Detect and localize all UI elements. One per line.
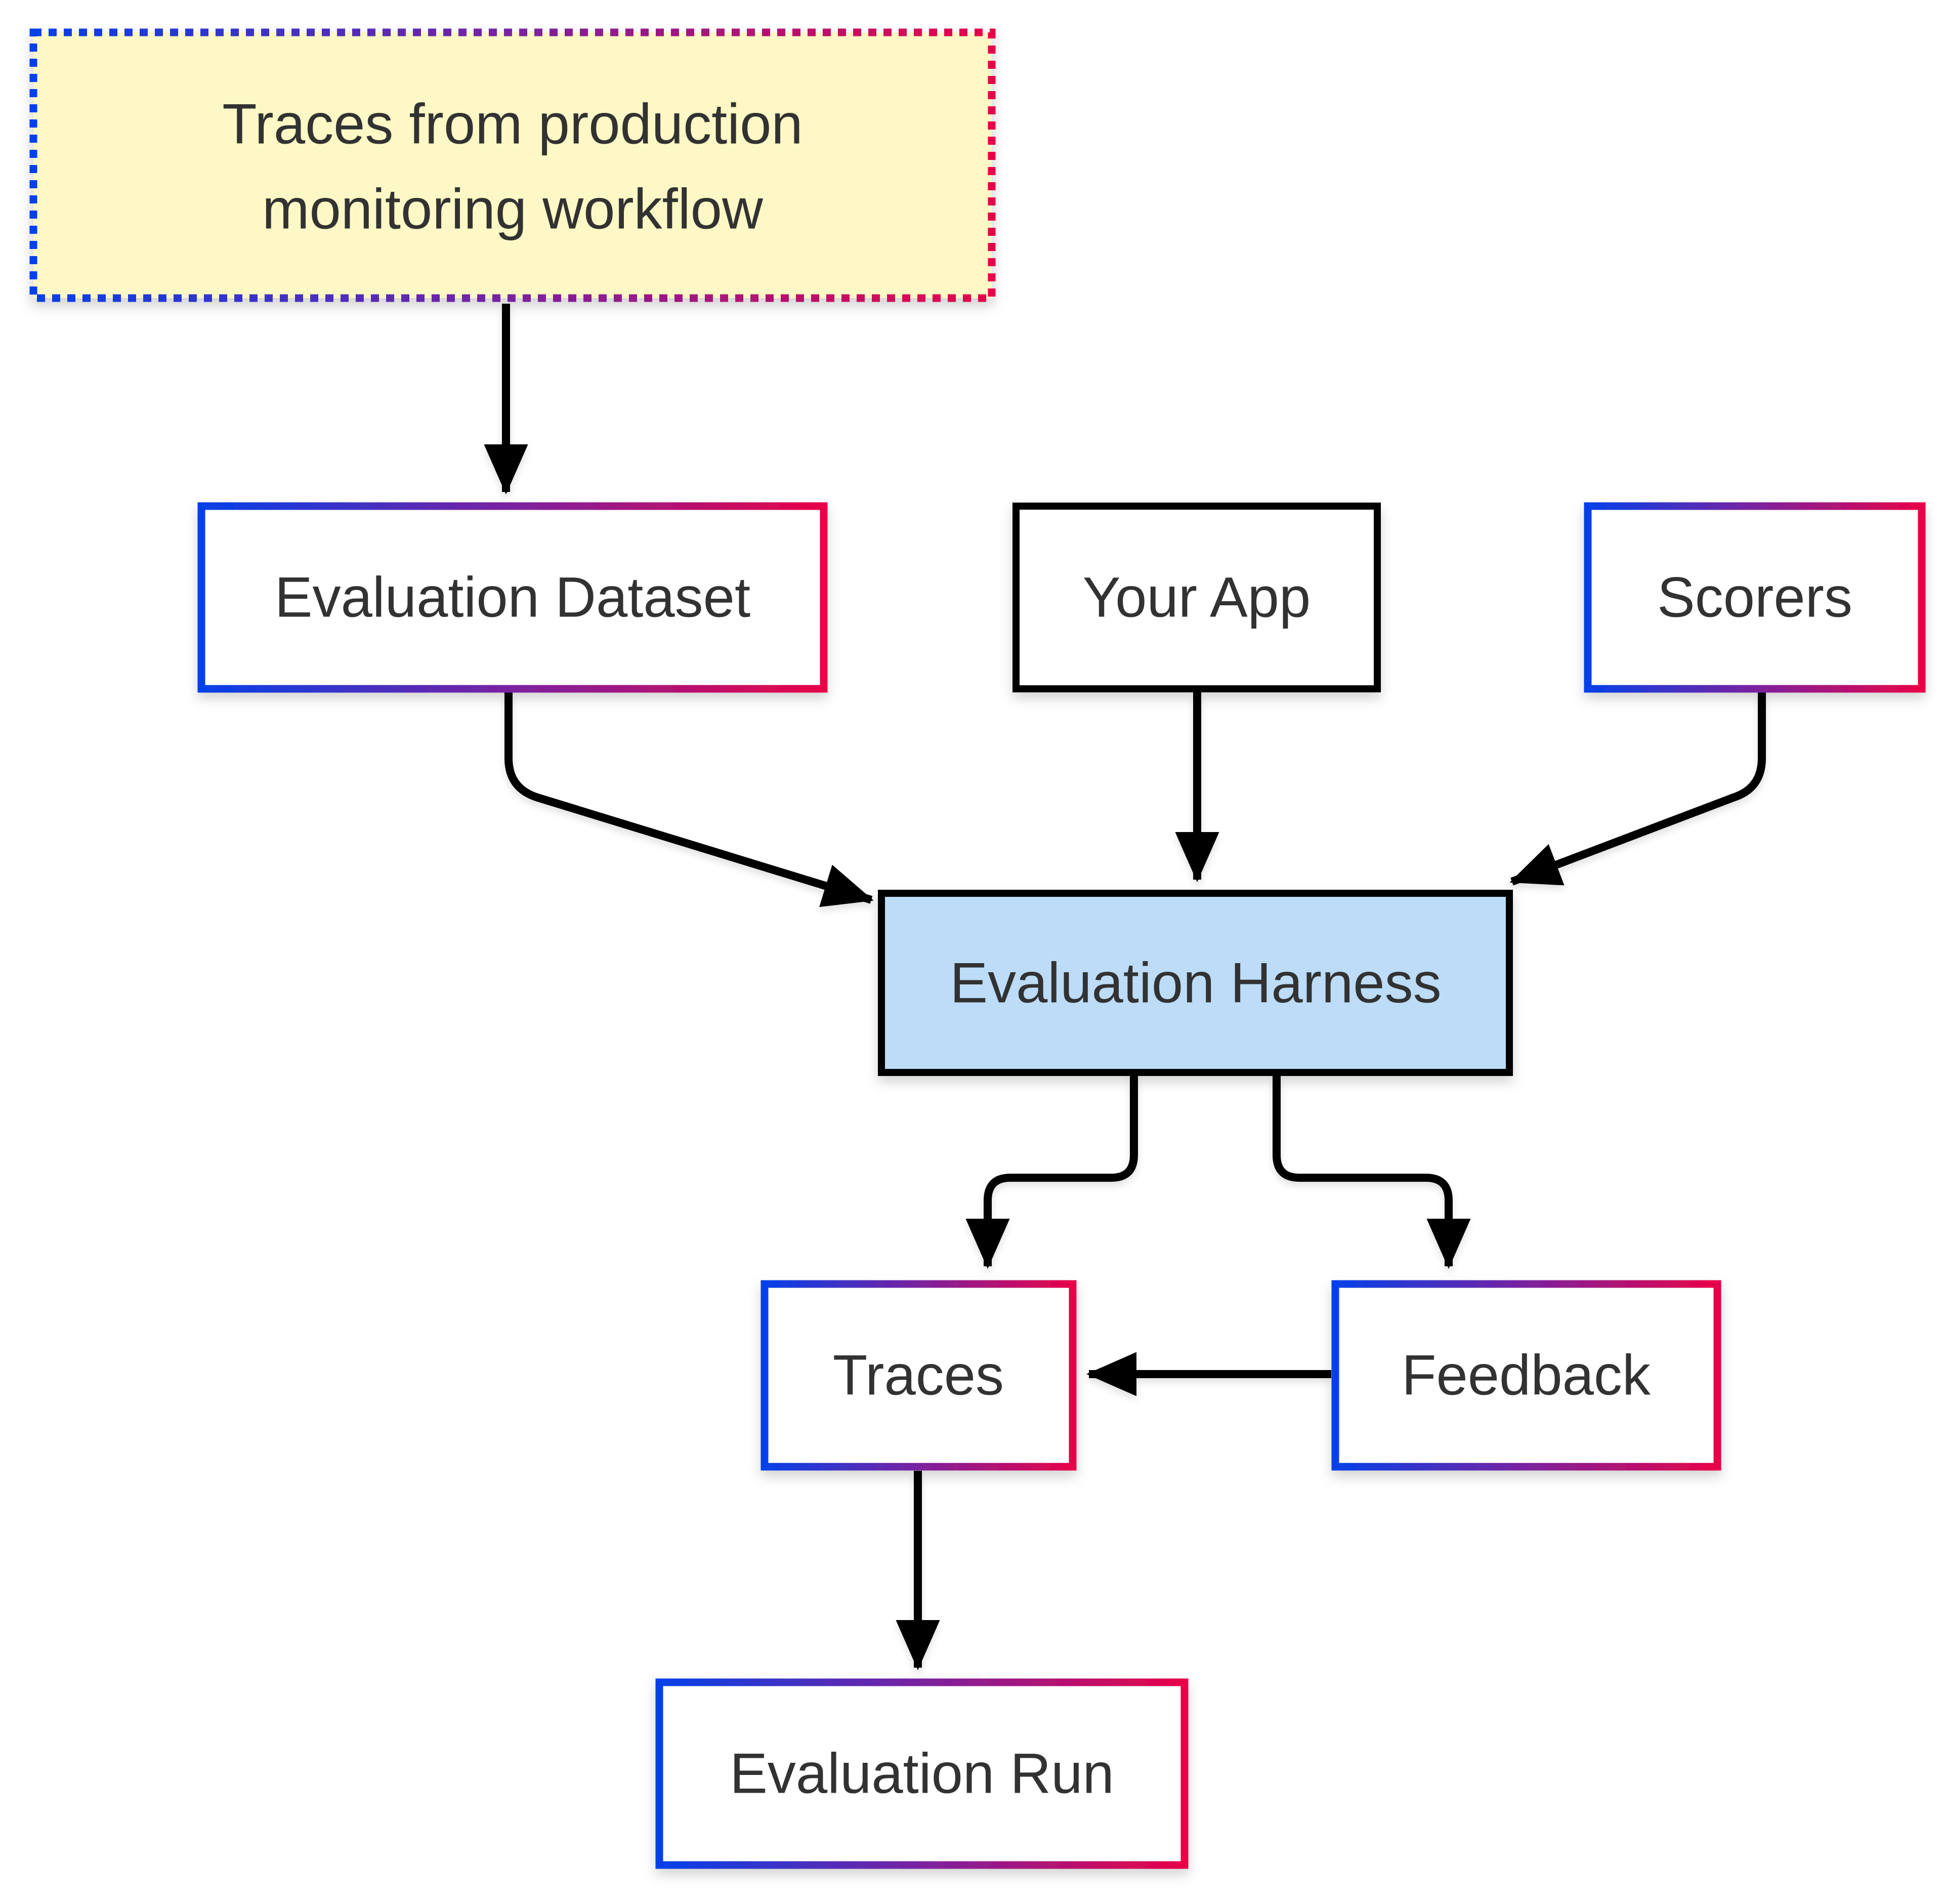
node-evaluation-dataset-box: [197, 502, 828, 693]
edge-evaluation-harness-to-traces: [965, 1076, 1138, 1269]
edges-layer: [484, 304, 1766, 1670]
node-evaluation-run-label: Evaluation Run: [730, 1742, 1114, 1805]
node-scorers: Scorers: [1584, 502, 1926, 693]
node-production-traces-box: [29, 28, 996, 302]
node-evaluation-dataset: Evaluation Dataset: [197, 502, 828, 693]
node-evaluation-harness-box: [878, 890, 1513, 1076]
node-scorers-label: Scorers: [1657, 566, 1852, 629]
node-production-traces: Traces from production monitoring workfl…: [29, 28, 996, 302]
node-evaluation-dataset-label: Evaluation Dataset: [275, 566, 750, 629]
node-feedback-label: Feedback: [1402, 1344, 1651, 1407]
node-production-traces-label-line2: monitoring workflow: [262, 178, 764, 241]
edge-evaluation-dataset-to-evaluation-harness: [504, 692, 874, 907]
node-evaluation-run: Evaluation Run: [655, 1678, 1189, 1869]
nodes-layer: Traces from production monitoring workfl…: [29, 28, 1926, 1869]
node-traces-box: [761, 1280, 1077, 1471]
node-evaluation-harness-label: Evaluation Harness: [950, 951, 1441, 1015]
node-your-app-label: Your App: [1083, 566, 1311, 629]
node-traces: Traces: [761, 1280, 1077, 1471]
node-your-app-box: [1012, 503, 1381, 692]
node-evaluation-harness: Evaluation Harness: [878, 890, 1513, 1076]
node-your-app: Your App: [1012, 503, 1381, 692]
node-traces-label: Traces: [833, 1344, 1004, 1407]
node-feedback-box: [1331, 1280, 1721, 1471]
edge-scorers-to-evaluation-harness: [1509, 692, 1766, 886]
node-production-traces-label-line1: Traces from production: [222, 93, 802, 156]
node-scorers-box: [1584, 502, 1926, 693]
node-feedback: Feedback: [1331, 1280, 1721, 1471]
node-evaluation-run-box: [655, 1678, 1189, 1869]
edge-evaluation-harness-to-feedback: [1273, 1076, 1471, 1269]
